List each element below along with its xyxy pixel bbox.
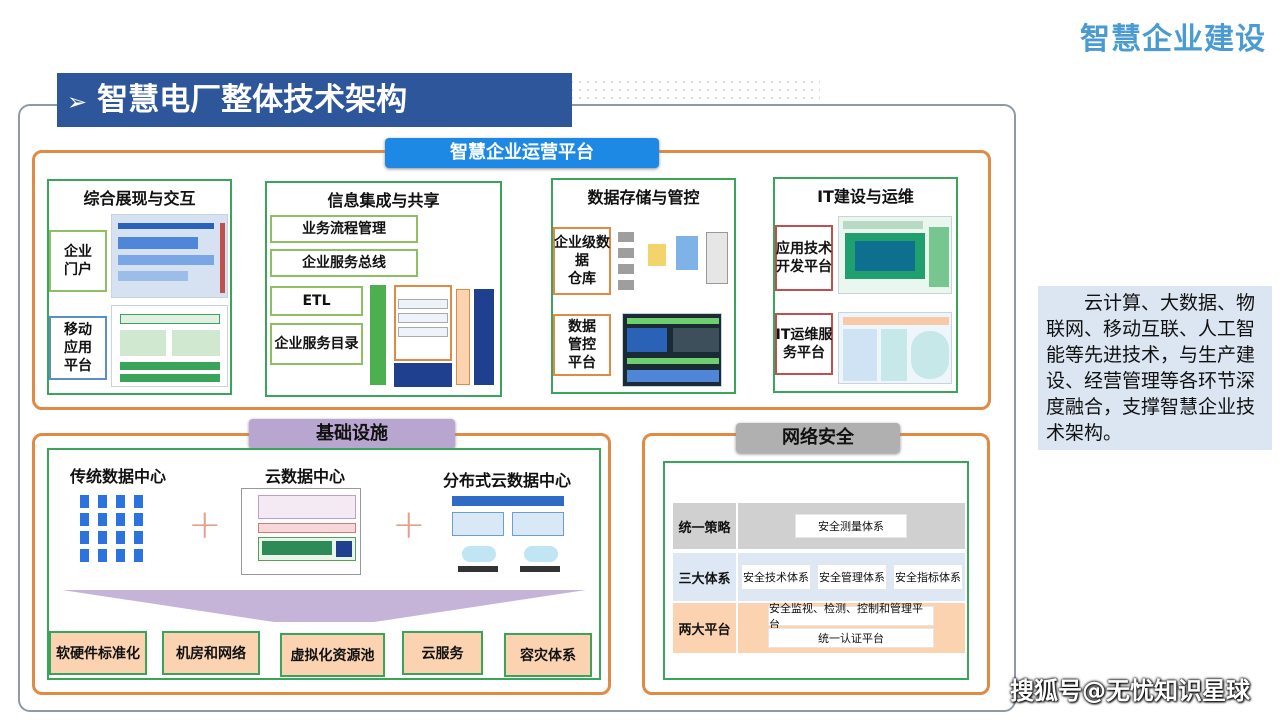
watermark: 搜狐号@无忧知识星球: [1010, 677, 1250, 705]
security-row-label: 两大平台: [678, 622, 731, 638]
enterprise-portal-box: 企业 门户: [49, 230, 107, 292]
main-title: 智慧电厂整体技术架构: [97, 82, 408, 118]
app-dev-platform-box: 应用技术 开发平台: [775, 225, 833, 291]
center-traditional-label: 传统数据中心: [70, 467, 167, 486]
main-title-banner: ➢ 智慧电厂整体技术架构: [57, 73, 572, 127]
data-warehouse-box: 企业级数 据 仓库: [553, 227, 611, 295]
cloud-dc-diagram: [241, 488, 361, 575]
group-title: IT建设与运维: [817, 187, 914, 206]
etl-box: ETL: [270, 286, 363, 316]
platform-title: 智慧企业运营平台: [385, 138, 659, 168]
mobile-platform-box: 移动 应用 平台: [49, 316, 107, 380]
side-note: 云计算、大数据、物联网、移动互联、人工智能等先进技术，与生产建设、经营管理等各环…: [1038, 286, 1272, 450]
group-title: 信息集成与共享: [327, 191, 440, 210]
plus-icon: +: [188, 502, 222, 548]
esb-diagram: [368, 283, 496, 389]
security-title: 网络安全: [736, 423, 900, 453]
infra-item-standardization: 软硬件标准化: [49, 631, 147, 675]
security-row-label: 统一策略: [678, 520, 731, 536]
it-ops-platform-box: IT运维服 务平台: [775, 313, 833, 375]
security-cell: 安全管理体系: [817, 564, 887, 590]
center-cloud-label: 云数据中心: [265, 467, 346, 486]
dev-platform-diagram: [838, 216, 952, 294]
corner-title: 智慧企业建设: [1080, 22, 1266, 57]
infra-item-disaster-recovery: 容灾体系: [504, 633, 592, 677]
security-cell: 安全测量体系: [795, 514, 907, 538]
center-distributed-label: 分布式云数据中心: [443, 471, 572, 490]
warehouse-diagram: [614, 218, 732, 298]
server-rack-icon: [80, 495, 150, 575]
plus-icon: +: [392, 502, 426, 548]
security-cell: 安全指标体系: [893, 564, 963, 590]
infra-item-cloud-service: 云服务: [402, 631, 483, 675]
arrow-icon: ➢: [67, 88, 88, 116]
service-catalog-box: 企业服务目录: [270, 323, 363, 365]
data-control-box: 数据 管控 平台: [553, 314, 611, 376]
portal-screenshot: [111, 214, 228, 298]
security-cell: 安全技术体系: [741, 564, 811, 590]
group-title: 数据存储与管控: [587, 188, 700, 207]
control-screenshot: [622, 313, 722, 387]
infra-item-room-network: 机房和网络: [162, 631, 260, 675]
dot-pattern: [560, 78, 820, 104]
ops-platform-diagram: [838, 312, 952, 384]
distributed-dc-diagram: [444, 492, 574, 577]
infra-item-virtualization: 虚拟化资源池: [280, 633, 385, 677]
infrastructure-title: 基础设施: [249, 419, 455, 449]
security-cell: 安全监视、检测、控制和管理平台: [768, 602, 934, 631]
group-title: 综合展现与交互: [83, 189, 196, 208]
security-divider: [736, 503, 738, 653]
mobile-screenshot: [111, 305, 228, 387]
bpm-box: 业务流程管理: [270, 215, 418, 243]
security-row-label: 三大体系: [678, 571, 731, 587]
funnel-shape: [62, 590, 586, 622]
esb-box: 企业服务总线: [270, 249, 418, 277]
security-cell: 统一认证平台: [768, 628, 934, 648]
